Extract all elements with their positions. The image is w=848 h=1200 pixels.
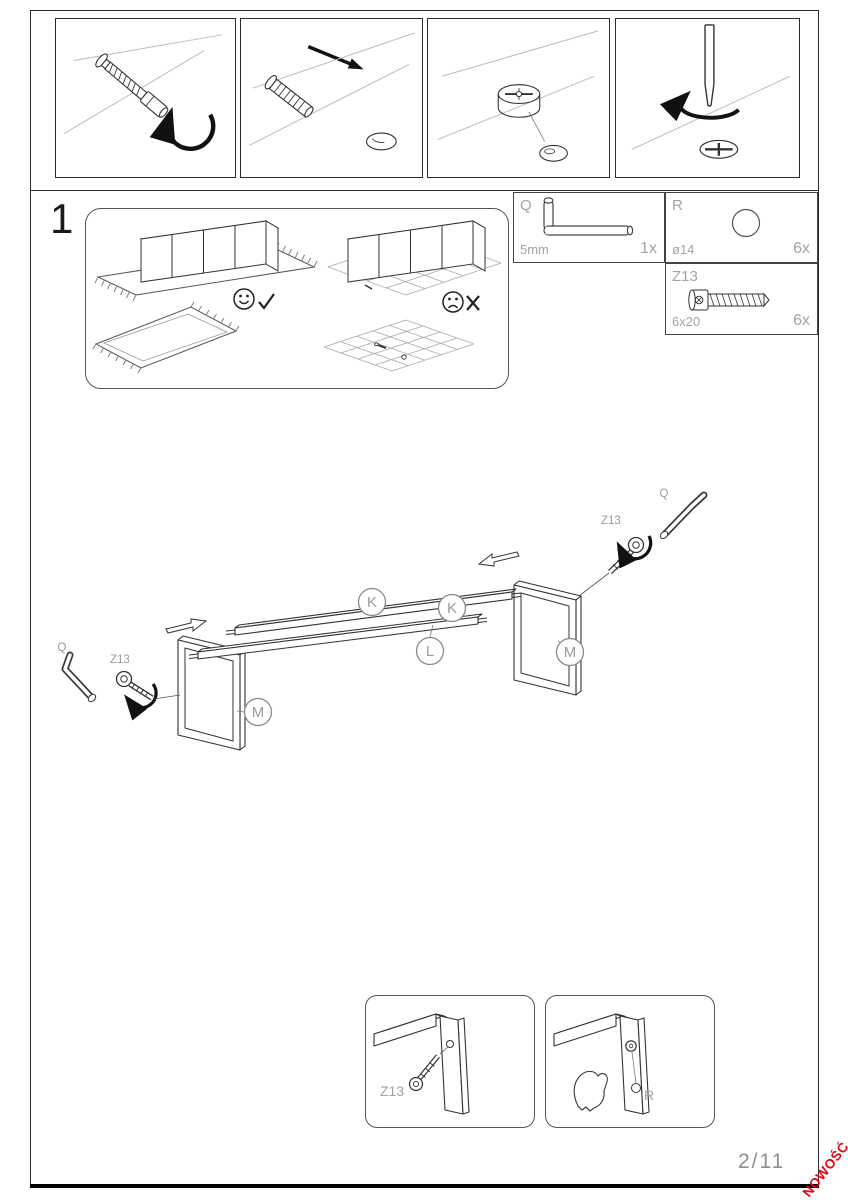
part-code-z13: Z13	[672, 268, 698, 285]
placement-warning-panel	[85, 208, 509, 389]
ghost-hand-icon	[573, 1070, 608, 1112]
placement-scene	[92, 220, 502, 374]
loose-hardware	[374, 342, 407, 360]
detail-box-screw: Z13	[365, 995, 535, 1128]
corner-screw-detail: Z13	[373, 1013, 470, 1115]
part-code-q: Q	[520, 197, 532, 214]
part-box-r: R ø14 6x	[665, 192, 818, 263]
part-qty-r: 6x	[793, 240, 810, 257]
cover-cap-icon	[731, 208, 761, 238]
smiley-check-icon	[233, 288, 275, 310]
callout-m2: M	[243, 697, 273, 727]
detail-screw-label: Z13	[380, 1083, 404, 1099]
step-number: 1	[50, 195, 74, 242]
shelf-on-tiles	[346, 220, 487, 290]
cam-bolt-rotate-icon	[63, 34, 223, 152]
part-qty-z13: 6x	[793, 312, 810, 329]
header-separator	[30, 190, 819, 191]
part-box-q: Q 5mm 1x	[513, 192, 665, 263]
part-code-r: R	[672, 197, 683, 214]
page-indicator: 2/11	[738, 1150, 786, 1173]
callout-k2-label: K	[447, 600, 457, 617]
hardware-panel-dowel	[240, 18, 423, 178]
part-size-r: ø14	[672, 242, 695, 257]
part-size-z13: 6x20	[672, 314, 701, 329]
insert-arrow-left	[165, 618, 208, 634]
callout-l: L	[415, 636, 445, 666]
detail-screw-icon	[408, 1046, 449, 1092]
left-screw-icon	[115, 670, 181, 721]
callout-k1: K	[357, 587, 387, 617]
dowel-insert-arrow-icon	[248, 32, 416, 151]
part-qty-q: 1x	[640, 240, 657, 257]
long-rail-lower	[188, 613, 488, 660]
callout-m1-label: M	[564, 644, 577, 661]
corner-cap-detail: R	[553, 1013, 654, 1115]
hardware-panel-screwdriver	[615, 18, 800, 178]
page-bottom-rule	[30, 1184, 819, 1188]
callout-m1: M	[555, 637, 585, 667]
left-allen-key-icon	[61, 651, 97, 703]
detail-cap-label: R	[644, 1087, 654, 1103]
allen-key-icon	[543, 197, 634, 236]
screwdriver-rotate-icon	[631, 24, 791, 159]
part-box-z13: Z13 6x20 6x	[665, 263, 818, 335]
callout-k1-label: K	[367, 594, 377, 611]
right-screw-label: Z13	[601, 515, 621, 527]
tiles-alone	[323, 319, 475, 372]
hardware-panel-cam-bolt	[55, 18, 236, 178]
hardware-panel-cam-lock	[427, 18, 610, 178]
detail-box-cap: R	[545, 995, 715, 1128]
insert-arrow-right	[477, 551, 520, 567]
screw-icon	[688, 289, 770, 311]
frowny-x-icon	[442, 291, 480, 313]
assembly-diagram: Q Z13 Q Z13	[58, 488, 708, 751]
right-screw-icon	[578, 535, 653, 597]
right-end-frame	[513, 580, 582, 696]
rug-alone	[92, 301, 240, 374]
shelf-on-rug	[139, 220, 280, 283]
cam-lock-insert-icon	[437, 30, 599, 162]
callout-k2: K	[437, 593, 467, 623]
right-allen-key-icon	[659, 491, 708, 540]
right-tool-label: Q	[660, 488, 669, 500]
left-screw-label: Z13	[110, 654, 130, 666]
part-size-q: 5mm	[520, 242, 549, 257]
callout-m2-label: M	[252, 704, 265, 721]
callout-l-label: L	[426, 643, 434, 660]
left-tool-label: Q	[58, 642, 67, 654]
